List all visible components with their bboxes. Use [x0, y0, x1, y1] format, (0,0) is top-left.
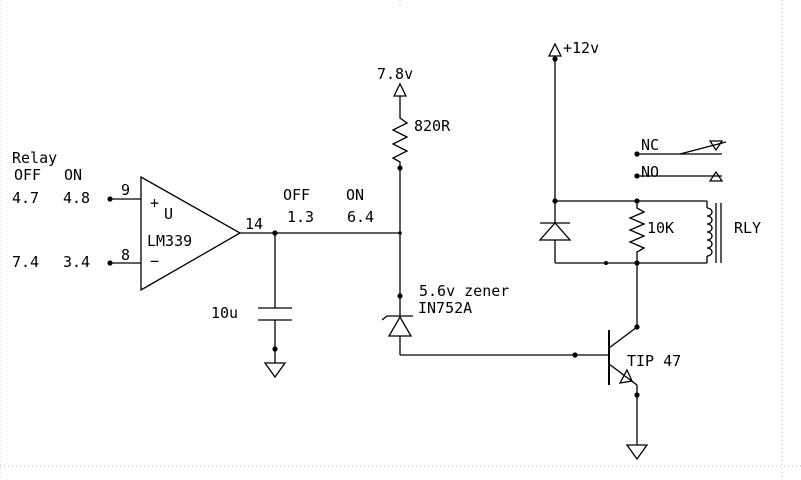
capacitor-label: 10u — [211, 304, 238, 322]
output-off-label: OFF — [283, 186, 310, 204]
relay-section — [538, 42, 727, 266]
supply-12v-label: +12v — [563, 39, 599, 57]
resistor-10k-label: 10K — [647, 219, 674, 237]
ground-symbol-2 — [625, 444, 649, 461]
supply-arrow-7-8v — [392, 82, 408, 97]
relay-no-label: NO — [641, 163, 659, 181]
output-off-voltage: 1.3 — [287, 208, 314, 226]
resistor-820r-label: 820R — [414, 117, 451, 135]
resistor-10k — [628, 201, 646, 263]
pin9-label: 9 — [121, 181, 130, 199]
emitter-arrow — [618, 368, 633, 384]
pin9-terminal — [107, 196, 113, 202]
zener-part-label: IN752A — [418, 299, 472, 317]
unit-label: U — [164, 205, 173, 223]
supply-arrow-12v — [547, 42, 563, 57]
transistor-label: TIP 47 — [627, 352, 681, 370]
output-on-voltage: 6.4 — [347, 208, 374, 226]
relay-label: Relay — [12, 149, 57, 167]
capacitor-10u — [258, 233, 292, 379]
output-on-label: ON — [346, 186, 364, 204]
lm339-comparator — [107, 175, 400, 292]
pin8-off-voltage: 7.4 — [12, 253, 39, 271]
noninverting-input-label: + — [150, 194, 159, 212]
flyback-diode — [538, 222, 572, 241]
pin9-off-voltage: 4.7 — [12, 189, 39, 207]
pin8-label: 8 — [121, 246, 130, 264]
inverting-input-label: − — [150, 252, 159, 270]
ground-symbol — [263, 362, 287, 379]
relay-coil — [706, 207, 713, 257]
relay-label-rly: RLY — [734, 219, 761, 237]
zener-diode — [387, 315, 413, 337]
pin8-terminal — [107, 260, 113, 266]
transistor-tip47 — [608, 263, 649, 461]
pin14-label: 14 — [245, 215, 263, 233]
relay-nc-label: NC — [641, 136, 659, 154]
relay-off-label: OFF — [14, 166, 41, 184]
pin8-on-voltage: 3.4 — [63, 253, 90, 271]
opamp-part-label: LM339 — [147, 232, 192, 250]
relay-switch-arm — [679, 141, 727, 155]
supply-7-8v-label: 7.8v — [377, 65, 413, 83]
bias-network — [381, 82, 609, 358]
resistor-820r — [391, 112, 409, 168]
relay-on-label: ON — [64, 166, 82, 184]
pin9-on-voltage: 4.8 — [63, 189, 90, 207]
zener-description-label: 5.6v zener — [419, 282, 509, 300]
